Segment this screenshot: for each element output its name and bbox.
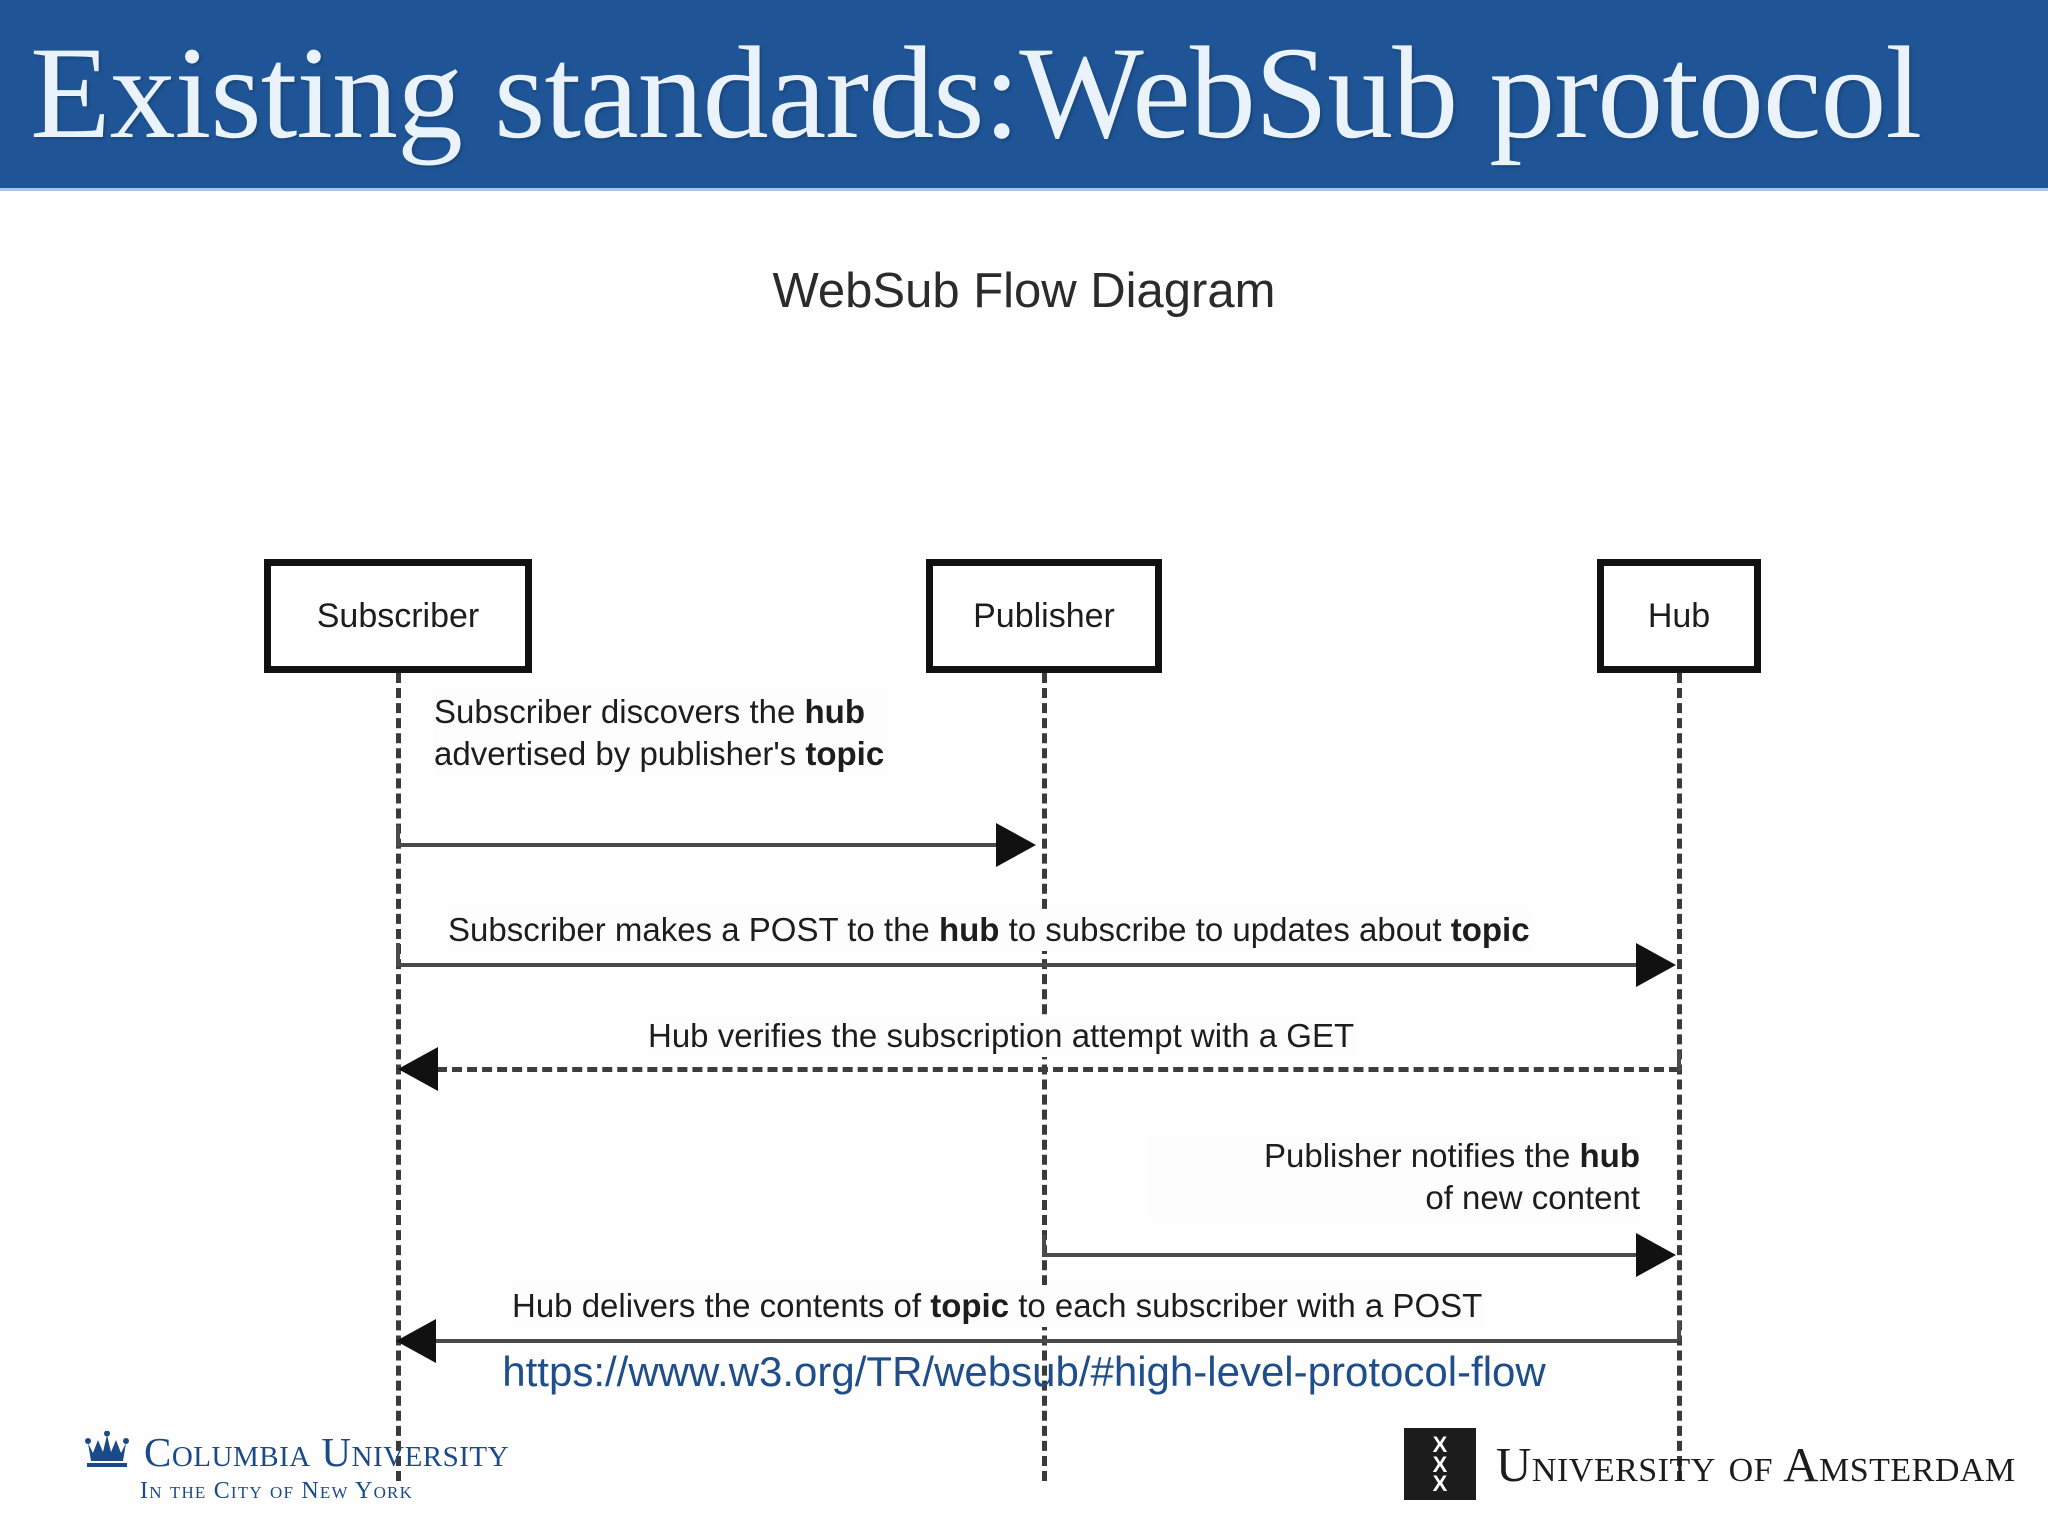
- arrow-head-left-m5: [396, 1319, 436, 1363]
- actor-label-hub: Hub: [1647, 596, 1711, 635]
- message-label-m5: Hub delivers the contents of topic to ea…: [512, 1285, 1483, 1327]
- message-source-tick-m5: [1677, 1321, 1681, 1341]
- source-url-link[interactable]: https://www.w3.org/TR/websub/#high-level…: [502, 1348, 1546, 1395]
- arrow-head-left-m3: [398, 1047, 438, 1091]
- message-source-tick-m2: [396, 943, 400, 963]
- slide-title-banner: Existing standards:WebSub protocol: [0, 0, 2048, 191]
- message-line-m3: [437, 1067, 1679, 1072]
- amsterdam-university-logo: X X X University of Amsterdam: [1404, 1428, 2016, 1500]
- lifeline-publisher: [1042, 673, 1047, 1481]
- message-line-m4: [1042, 1253, 1636, 1257]
- diagram-title: WebSub Flow Diagram: [772, 264, 1276, 318]
- actor-label-subscriber: Subscriber: [316, 596, 480, 635]
- actor-box-publisher: Publisher: [926, 559, 1162, 673]
- actor-label-publisher: Publisher: [973, 596, 1115, 635]
- message-line-m2: [396, 963, 1636, 967]
- amsterdam-name: University of Amsterdam: [1496, 1436, 2016, 1492]
- crown-icon: [84, 1430, 130, 1474]
- message-label-m2: Subscriber makes a POST to the hub to su…: [448, 909, 1530, 951]
- message-line-m5: [430, 1339, 1677, 1343]
- uva-cross-3: X: [1432, 1471, 1448, 1496]
- websub-flow-diagram: WebSub Flow Diagram Subscriber Publisher…: [0, 191, 2048, 1481]
- lifeline-hub: [1677, 673, 1682, 1481]
- message-source-tick-m1: [396, 825, 400, 845]
- uva-cross-2: X: [1432, 1452, 1448, 1477]
- columbia-university-logo: Columbia University In the City of New Y…: [84, 1430, 509, 1505]
- arrow-head-right-m1: [996, 823, 1036, 867]
- arrow-head-right-m4: [1636, 1233, 1676, 1277]
- message-source-tick-m4: [1042, 1235, 1046, 1255]
- uva-coat-of-arms-icon: X X X: [1404, 1428, 1476, 1500]
- uva-cross-1: X: [1432, 1432, 1448, 1457]
- arrow-head-right-m2: [1636, 943, 1676, 987]
- message-line-m1: [396, 843, 996, 847]
- columbia-name: Columbia University: [144, 1429, 510, 1475]
- page-title: Existing standards:WebSub protocol: [30, 19, 1922, 166]
- message-source-tick-m3: [1677, 1051, 1681, 1071]
- actor-box-subscriber: Subscriber: [264, 559, 532, 673]
- message-label-m3: Hub verifies the subscription attempt wi…: [648, 1015, 1355, 1057]
- columbia-subtitle: In the City of New York: [140, 1478, 414, 1504]
- actor-box-hub: Hub: [1597, 559, 1761, 673]
